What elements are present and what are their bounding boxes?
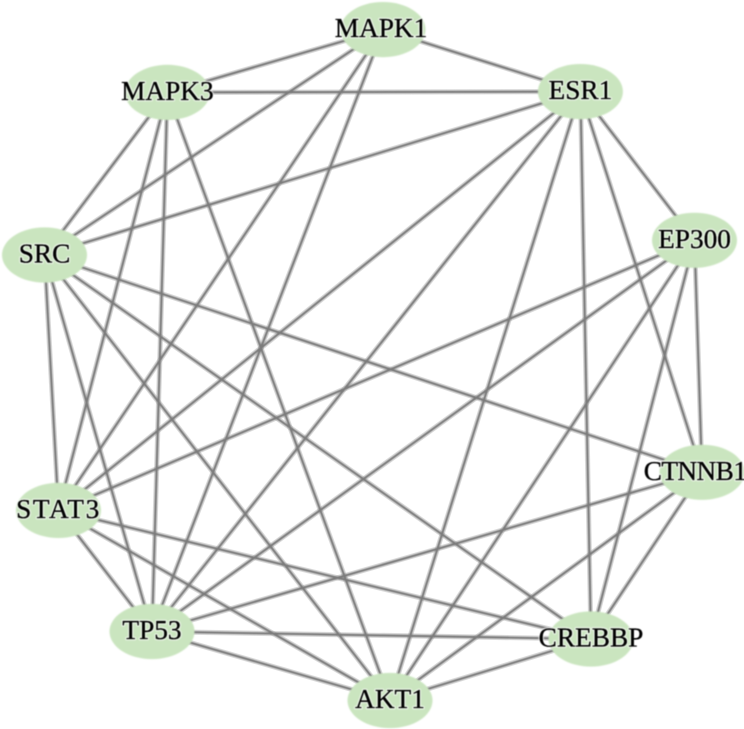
svg-text:EP300: EP300 (658, 224, 731, 254)
svg-text:TP53: TP53 (122, 615, 181, 645)
svg-text:AKT1: AKT1 (355, 684, 425, 714)
svg-text:SRC: SRC (19, 239, 71, 269)
svg-text:AKT1: AKT1 (355, 684, 425, 714)
svg-text:SRC: SRC (19, 239, 71, 269)
svg-text:CREBBP: CREBBP (539, 623, 644, 653)
svg-text:CTNNB1: CTNNB1 (644, 456, 744, 486)
svg-text:MAPK1: MAPK1 (335, 13, 428, 43)
svg-text:CTNNB1: CTNNB1 (644, 456, 744, 486)
svg-text:ESR1: ESR1 (549, 75, 613, 105)
svg-text:STAT3: STAT3 (16, 494, 101, 524)
svg-text:MAPK3: MAPK3 (121, 76, 214, 106)
svg-text:ESR1: ESR1 (549, 75, 613, 105)
svg-text:TP53: TP53 (122, 615, 181, 645)
svg-text:EP300: EP300 (658, 224, 731, 254)
svg-text:CREBBP: CREBBP (539, 623, 644, 653)
svg-text:MAPK3: MAPK3 (121, 76, 214, 106)
svg-text:MAPK1: MAPK1 (335, 13, 428, 43)
svg-text:STAT3: STAT3 (16, 494, 101, 524)
